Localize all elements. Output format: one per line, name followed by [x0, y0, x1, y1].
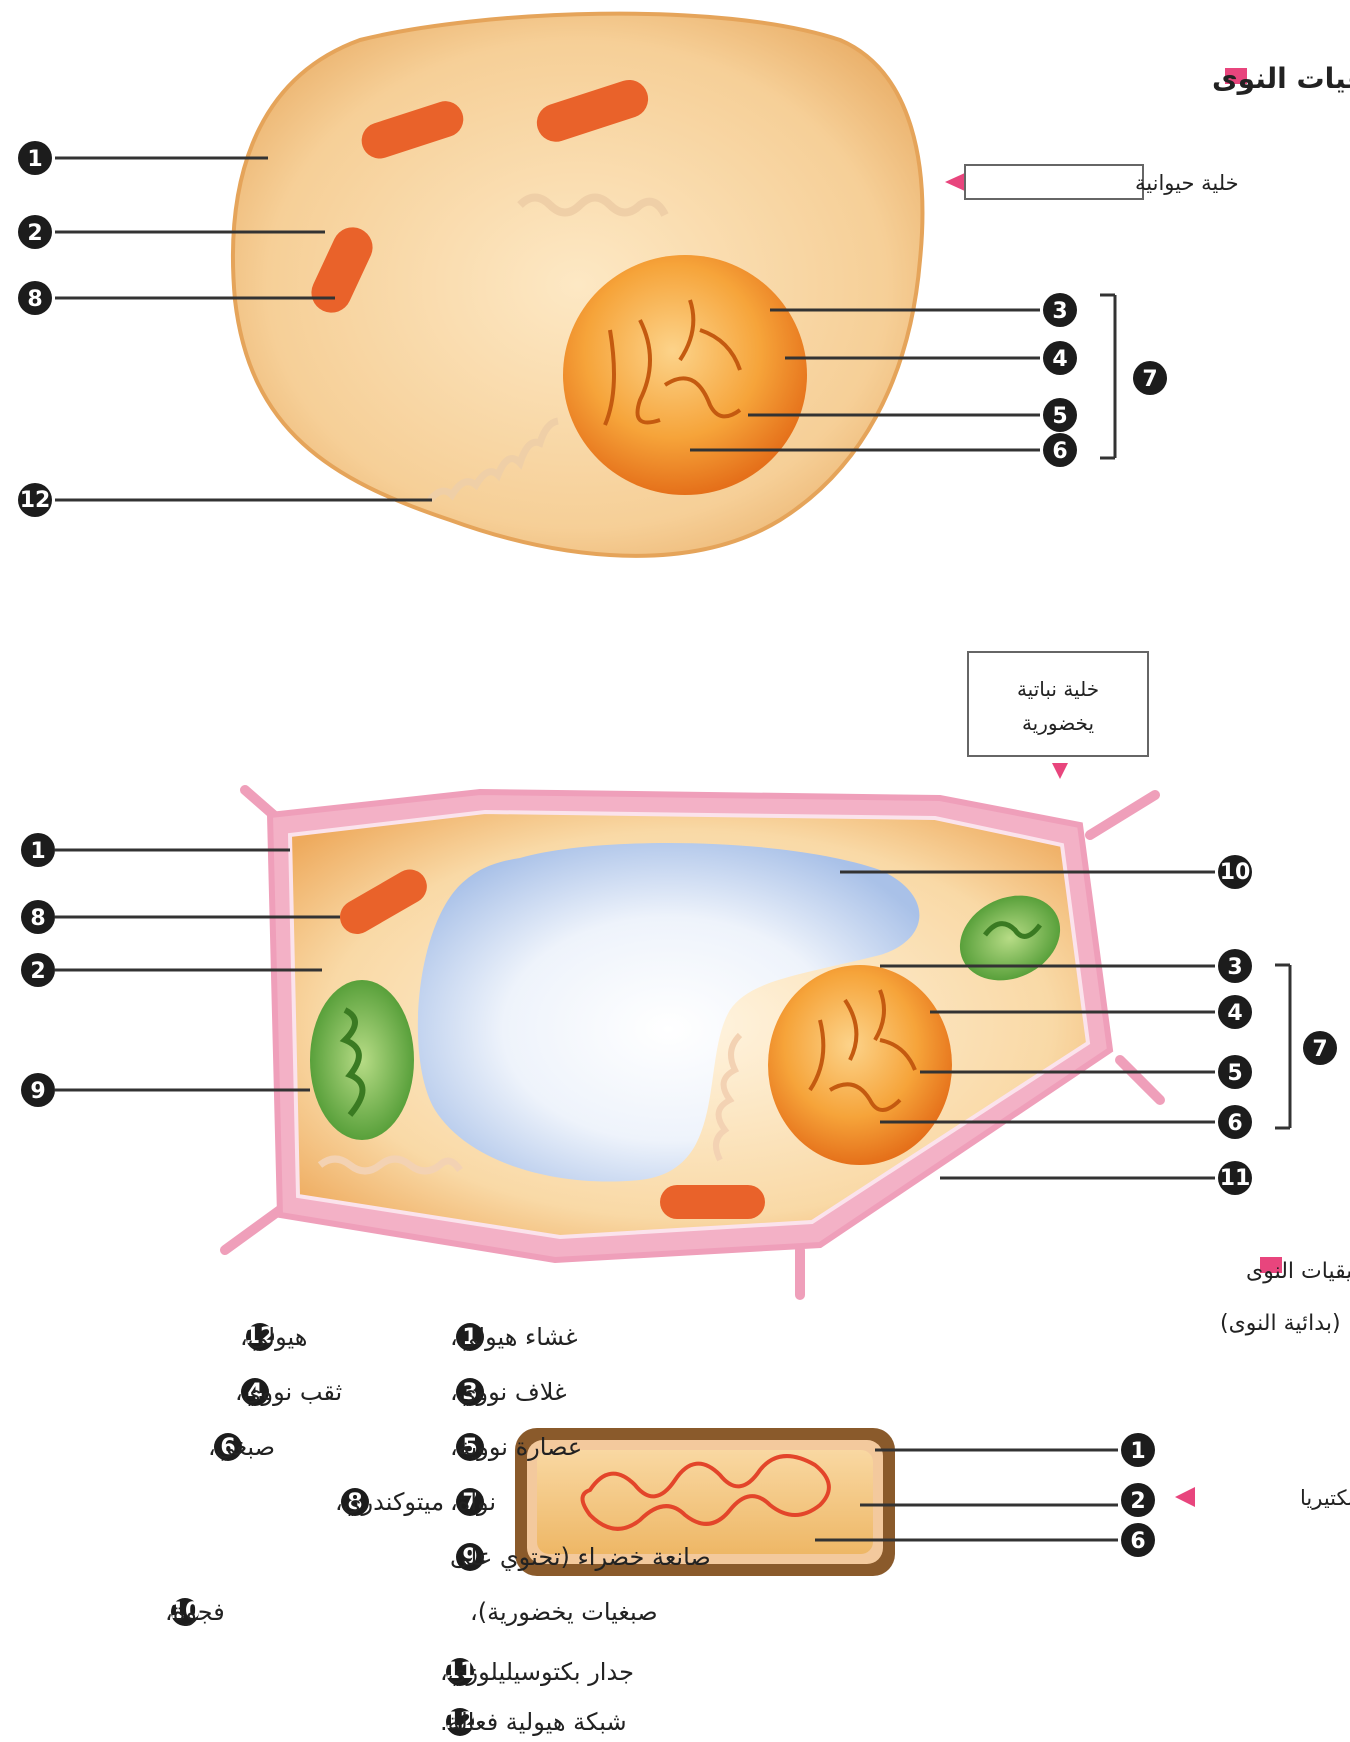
svg-text:6: 6 [1052, 439, 1067, 464]
legend-item-10: فجوة، [165, 1598, 225, 1626]
bacteria-pointer [1175, 1487, 1195, 1507]
legend-item-4: ثقب نووي، [235, 1378, 342, 1406]
animal-nucleus [563, 255, 807, 495]
svg-text:12: 12 [20, 488, 51, 513]
svg-text:2: 2 [30, 959, 45, 984]
svg-text:11: 11 [1220, 1166, 1251, 1191]
legend-item-5: عصارة نووية، [450, 1433, 582, 1461]
legend-item-1: غشاء هيولي، [450, 1323, 578, 1351]
legend-item-9b: صبغيات يخضورية)، [470, 1598, 658, 1626]
bacteria-badges: 1 2 6 [1121, 1433, 1155, 1557]
legend-item-8: ميتوكندري، [335, 1488, 444, 1516]
svg-text:10: 10 [1220, 860, 1251, 885]
legend-item-7: نواة، [450, 1488, 496, 1516]
animal-pointer [945, 172, 967, 192]
svg-text:8: 8 [27, 287, 42, 312]
plant-cell [225, 790, 1160, 1295]
svg-text:4: 4 [1052, 347, 1067, 372]
svg-text:7: 7 [1312, 1037, 1327, 1062]
plant-label-box [968, 652, 1148, 756]
animal-cell [233, 14, 922, 556]
svg-text:7: 7 [1142, 367, 1157, 392]
plant-chloroplast-1 [310, 980, 414, 1140]
svg-text:6: 6 [1130, 1529, 1145, 1554]
plant-nucleus [768, 965, 952, 1165]
svg-text:8: 8 [30, 906, 45, 931]
legend-item-11: جدار بكتوسيليلوزي، [440, 1658, 634, 1686]
svg-text:3: 3 [1052, 299, 1067, 324]
plant-cell-label-1: خلية نباتية [1017, 677, 1099, 701]
section-title-prokaryotes-1: خلايا غير حقيقيات النوى [1246, 1259, 1350, 1284]
svg-text:1: 1 [27, 147, 42, 172]
legend-item-12a: هيولي، [240, 1323, 307, 1351]
section-title-eukaryotes: خلايا حقيقيات النوى [1212, 62, 1350, 95]
plant-pointer [1052, 763, 1068, 779]
svg-text:3: 3 [1227, 955, 1242, 980]
svg-text:1: 1 [1130, 1439, 1145, 1464]
svg-text:2: 2 [1130, 1489, 1145, 1514]
legend-item-3: غلاف نووي، [450, 1378, 567, 1406]
legend-item-12: شبكة هيولية فعالة. [440, 1708, 627, 1736]
plant-mitochondrion-2 [660, 1185, 765, 1219]
svg-text:4: 4 [1227, 1001, 1242, 1026]
bacteria-label: بكتيريا [1300, 1486, 1350, 1510]
svg-text:1: 1 [30, 839, 45, 864]
plant-cell-label-2: يخضورية [1022, 711, 1094, 735]
svg-text:5: 5 [1052, 404, 1067, 429]
svg-text:9: 9 [30, 1079, 45, 1104]
animal-cell-label: خلية حيوانية [1135, 171, 1239, 195]
legend-item-9a: صانعة خضراء (تحتوي على [450, 1543, 711, 1571]
animal-label-box [965, 165, 1143, 199]
svg-text:2: 2 [27, 221, 42, 246]
legend-item-6: صبغي، [208, 1433, 275, 1461]
svg-text:6: 6 [1227, 1111, 1242, 1136]
svg-text:5: 5 [1227, 1061, 1242, 1086]
section-title-prokaryotes-2: (بدائية النوى) [1220, 1311, 1341, 1336]
